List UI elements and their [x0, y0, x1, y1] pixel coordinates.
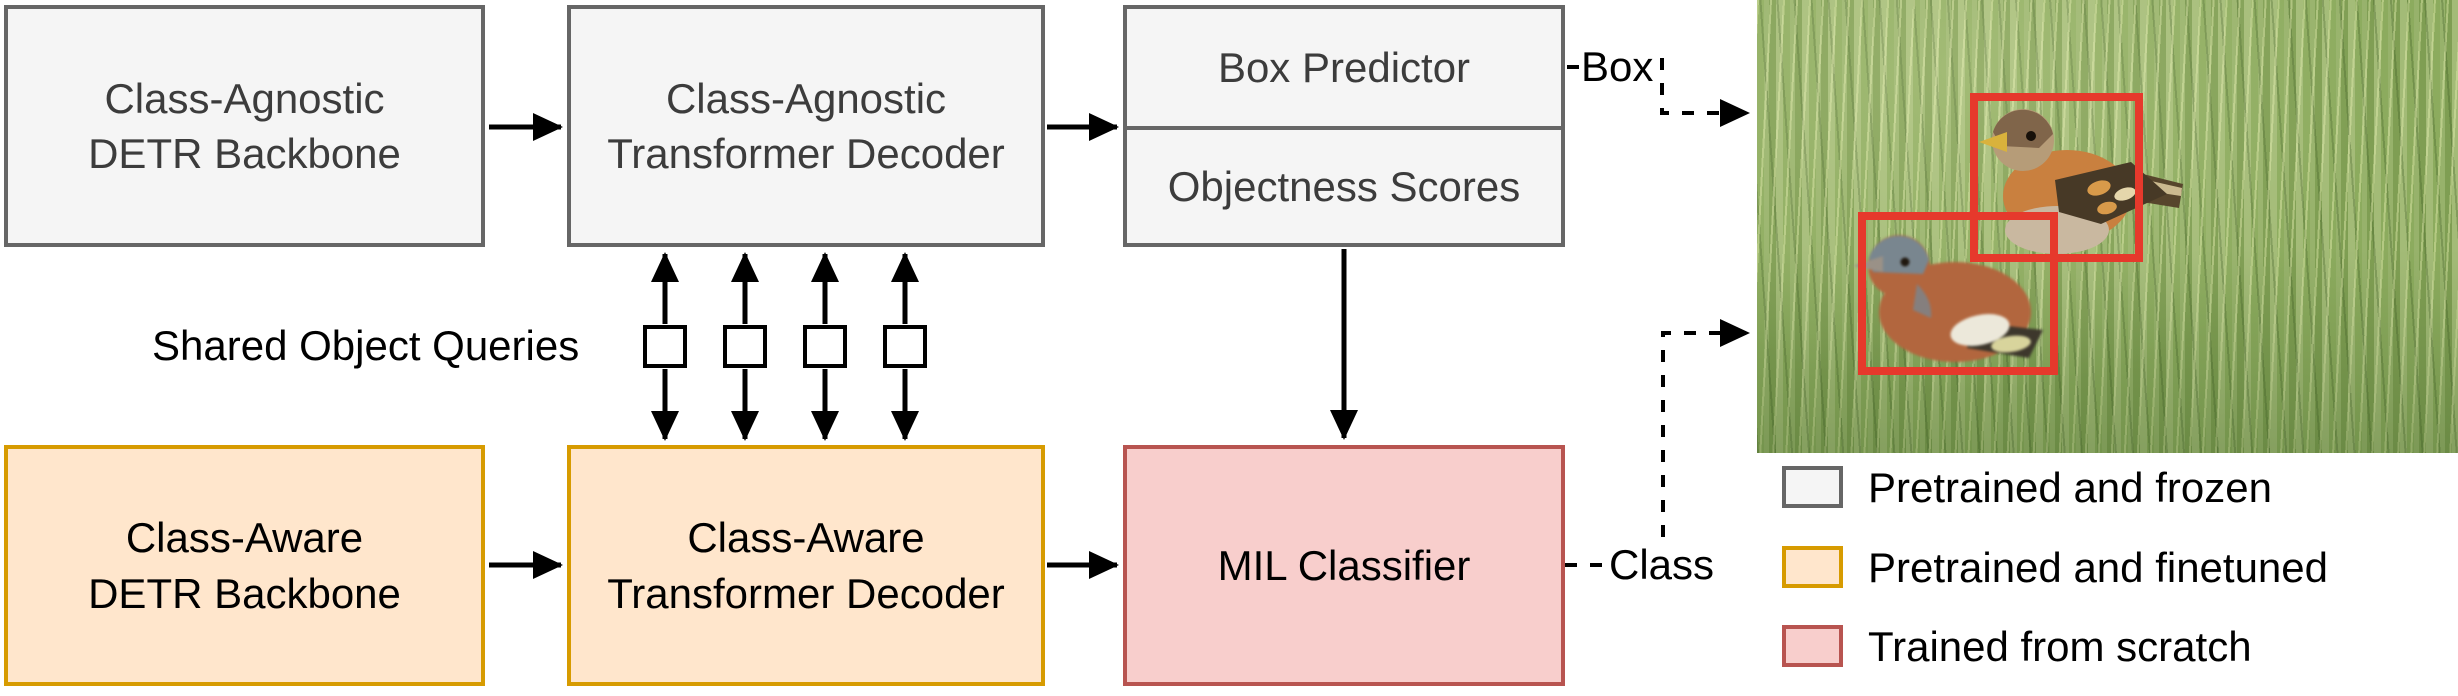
legend-label: Trained from scratch: [1868, 623, 2252, 670]
shared-object-queries-label: Shared Object Queries: [152, 322, 580, 369]
object-query-square: [803, 325, 847, 368]
block-box-predictor-stack: Box Predictor Objectness Scores: [1123, 5, 1565, 247]
block-objectness-scores: Objectness Scores: [1127, 130, 1561, 243]
object-query-square: [643, 325, 687, 368]
block-label: Class-Aware DETR Backbone: [88, 514, 401, 617]
dashed-box-to-image: [1660, 58, 1750, 127]
stack-divider: [1127, 126, 1561, 130]
block-box-predictor: Box Predictor: [1127, 9, 1561, 126]
bird-chaffinch: [1853, 235, 2043, 362]
detection-box: [1858, 212, 2058, 375]
block-class-aware-decoder: Class-Aware Transformer Decoder: [567, 445, 1045, 686]
block-label: Class-Agnostic Transformer Decoder: [607, 74, 1005, 177]
legend-swatch-trained-scratch: [1782, 625, 1843, 667]
block-class-agnostic-backbone: Class-Agnostic DETR Backbone: [4, 5, 485, 247]
legend-swatch-pretrained-finetuned: [1782, 546, 1843, 588]
block-label: Objectness Scores: [1167, 162, 1521, 210]
legend-label: Pretrained and finetuned: [1868, 544, 2329, 591]
block-label: MIL Classifier: [1217, 541, 1471, 589]
block-class-aware-backbone: Class-Aware DETR Backbone: [4, 445, 485, 686]
block-mil-classifier: MIL Classifier: [1123, 445, 1565, 686]
block-label: Class-Aware Transformer Decoder: [607, 514, 1005, 617]
block-class-agnostic-decoder: Class-Agnostic Transformer Decoder: [567, 5, 1045, 247]
box-output-label: Box: [1581, 43, 1654, 90]
object-query-square: [883, 325, 927, 368]
block-label: Class-Agnostic DETR Backbone: [88, 74, 401, 177]
legend-swatch-pretrained-frozen: [1782, 466, 1843, 508]
legend-label: Pretrained and frozen: [1868, 464, 2272, 511]
class-output-label: Class: [1609, 541, 1715, 588]
object-query-square: [723, 325, 767, 368]
example-image: [1757, 0, 2458, 453]
dashed-class-to-image: [1661, 319, 1750, 537]
block-label: Box Predictor: [1217, 43, 1471, 91]
